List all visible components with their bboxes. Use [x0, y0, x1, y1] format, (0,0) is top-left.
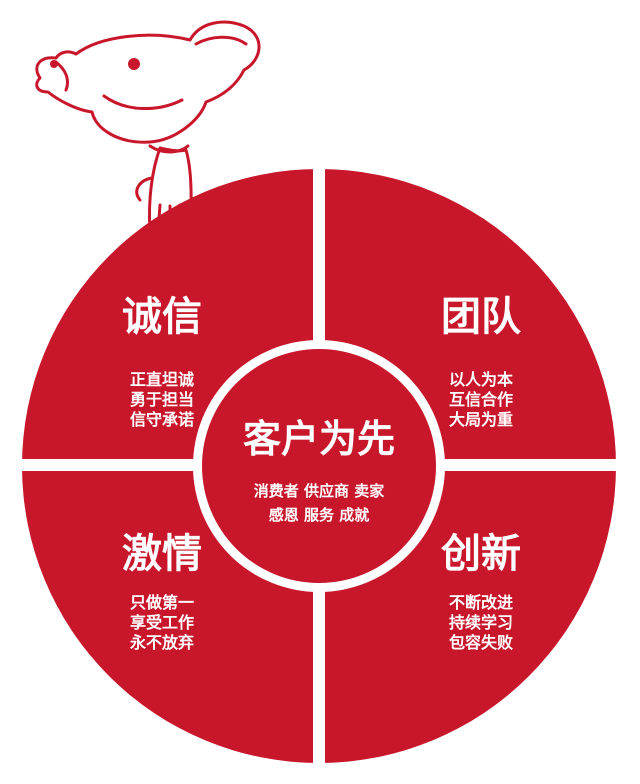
center-line-2: 感恩 服务 成就	[269, 506, 369, 524]
center-disc	[202, 349, 436, 583]
quadrant-line-bottom-left-1: 只做第一	[130, 593, 194, 612]
dog-mascot-icon	[35, 20, 261, 236]
quadrant-line-top-right-3: 大局为重	[449, 410, 513, 429]
quadrant-line-top-left-3: 信守承诺	[130, 410, 194, 429]
center-line-1: 消费者 供应商 卖家	[254, 482, 384, 500]
quadrant-line-top-right-1: 以人为本	[449, 370, 513, 389]
quadrant-line-bottom-right-2: 持续学习	[449, 613, 513, 632]
center-title: 客户为先	[243, 417, 395, 461]
quadrant-title-bottom-left: 激情	[122, 531, 202, 577]
quadrant-title-top-left: 诚信	[122, 294, 202, 340]
quadrant-line-bottom-right-3: 包容失败	[449, 633, 513, 652]
quadrant-line-top-left-1: 正直坦诚	[130, 370, 194, 389]
quadrant-line-bottom-left-2: 享受工作	[130, 613, 194, 632]
quadrant-line-bottom-left-3: 永不放弃	[129, 633, 194, 652]
quadrant-line-top-left-2: 勇于担当	[130, 390, 194, 409]
quadrant-line-bottom-right-1: 不断改进	[449, 593, 513, 612]
quadrant-line-top-right-2: 互信合作	[449, 390, 513, 409]
quadrant-title-bottom-right: 创新	[441, 531, 521, 577]
quadrant-title-top-right: 团队	[441, 294, 522, 340]
